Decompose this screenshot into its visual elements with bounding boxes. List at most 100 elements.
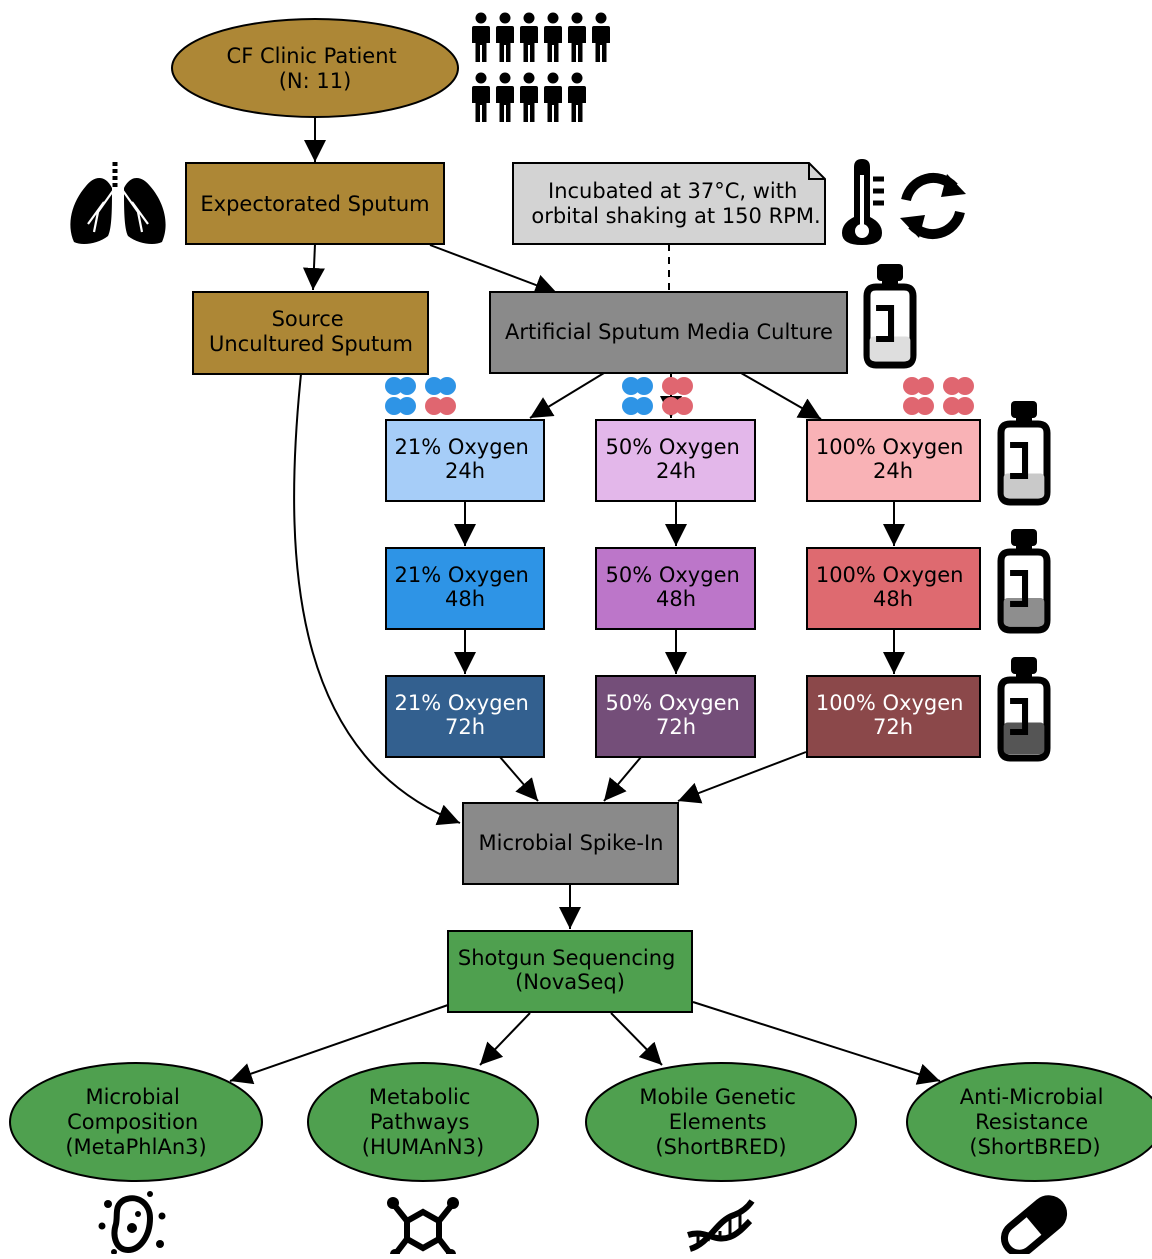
- red-dot: [956, 377, 974, 395]
- blue-dot: [622, 377, 640, 395]
- red-dot: [438, 397, 456, 415]
- note-line-1: Incubated at 37°C, with: [548, 179, 797, 203]
- red-dot: [956, 397, 974, 415]
- o21-24h-line-1: 21% Oxygen: [395, 435, 529, 459]
- red-dot: [675, 397, 693, 415]
- blue-dot: [622, 397, 640, 415]
- person-icon: [472, 12, 490, 62]
- person-icon: [520, 12, 538, 62]
- pathways-shape: [307, 1062, 539, 1182]
- o50-48h-line-1: 50% Oxygen: [606, 563, 740, 587]
- edge-o50-spike: [603, 756, 642, 802]
- person-icon: [496, 12, 514, 62]
- person-icon: [568, 72, 586, 122]
- node-microbial-spike-in: Microbial Spike-In: [462, 802, 679, 885]
- people-icon: [472, 12, 610, 122]
- red-dot: [425, 397, 443, 415]
- patient-shape: [171, 18, 459, 118]
- o50-oxygen-dots: [622, 377, 693, 415]
- o21-48h-shape: [385, 547, 545, 630]
- composition-line-2: Composition: [67, 1110, 198, 1134]
- red-dot: [943, 397, 961, 415]
- o21-72h-line-1: 21% Oxygen: [395, 691, 529, 715]
- o100-24h-line-2: 24h: [873, 459, 913, 483]
- node-source-uncultured-sputum: Source Uncultured Sputum: [192, 291, 429, 375]
- source-line-2: Uncultured Sputum: [209, 332, 413, 356]
- incubation-note: Incubated at 37°C, with orbital shaking …: [512, 162, 826, 245]
- node-o50-48h: 50% Oxygen 48h: [595, 547, 756, 630]
- spike-shape: [462, 802, 679, 885]
- o50-24h-line-2: 24h: [656, 459, 696, 483]
- node-o21-24h: 21% Oxygen 24h: [385, 419, 545, 502]
- amr-line-1: Anti-Microbial: [960, 1085, 1104, 1109]
- edge-shotgun-composition: [229, 1004, 449, 1085]
- o21-48h-line-2: 48h: [445, 587, 485, 611]
- edge-o21-spike: [499, 756, 539, 802]
- o21-72h-line-2: 72h: [445, 715, 485, 739]
- expectorated-label: Expectorated Sputum: [200, 192, 429, 216]
- o100-72h-label: 100% Oxygen 72h: [816, 691, 970, 739]
- node-mobile-genetic-elements: Mobile Genetic Elements (ShortBRED): [585, 1062, 857, 1182]
- shotgun-line-2: (NovaSeq): [515, 970, 625, 994]
- patient-label: CF Clinic Patient (N: 11): [227, 44, 404, 93]
- o21-72h-label: 21% Oxygen 72h: [395, 691, 536, 739]
- spike-label: Microbial Spike-In: [479, 831, 664, 855]
- red-dot: [662, 377, 680, 395]
- patient-line-1: CF Clinic Patient: [227, 44, 397, 68]
- o21-oxygen-dots: [385, 377, 456, 415]
- node-expectorated-sputum: Expectorated Sputum: [185, 162, 445, 245]
- asm-bottle-icon: [867, 264, 913, 365]
- o21-48h-label: 21% Oxygen 48h: [395, 563, 536, 611]
- oxygen-dots: [385, 377, 974, 415]
- person-icon: [544, 72, 562, 122]
- o50-72h-shape: [595, 675, 756, 758]
- o21-72h-shape: [385, 675, 545, 758]
- o100-72h-line-2: 72h: [873, 715, 913, 739]
- o50-48h-label: 50% Oxygen 48h: [606, 563, 747, 611]
- patient-line-2: (N: 11): [279, 69, 352, 93]
- blue-dot: [635, 397, 653, 415]
- red-dot: [675, 377, 693, 395]
- amr-shape: [906, 1062, 1152, 1182]
- pathways-label: Metabolic Pathways (HUMAnN3): [362, 1085, 484, 1159]
- node-o50-24h: 50% Oxygen 24h: [595, 419, 756, 502]
- o50-24h-line-1: 50% Oxygen: [606, 435, 740, 459]
- mobile-line-3: (ShortBRED): [655, 1135, 786, 1159]
- source-label: Source Uncultured Sputum: [209, 307, 413, 356]
- red-dot: [916, 397, 934, 415]
- amr-line-2: Resistance: [975, 1110, 1088, 1134]
- blue-dot: [385, 397, 403, 415]
- blue-dot: [425, 377, 443, 395]
- o50-72h-label: 50% Oxygen 72h: [606, 691, 747, 739]
- expectorated-shape: [185, 162, 445, 245]
- o50-72h-line-2: 72h: [656, 715, 696, 739]
- red-dot: [916, 377, 934, 395]
- blue-dot: [398, 377, 416, 395]
- bottle-24h-icon: [1001, 401, 1047, 502]
- node-o21-48h: 21% Oxygen 48h: [385, 547, 545, 630]
- bottle-liquid: [869, 336, 911, 361]
- molecule-icon: [387, 1197, 459, 1259]
- composition-line-3: (MetaPhlAn3): [65, 1135, 206, 1159]
- red-dot: [662, 397, 680, 415]
- o100-48h-shape: [806, 547, 981, 630]
- o100-24h-shape: [806, 419, 981, 502]
- note-line-2: orbital shaking at 150 RPM.: [531, 204, 820, 228]
- pathways-line-3: (HUMAnN3): [362, 1135, 484, 1159]
- edge-asm-o21: [529, 372, 605, 419]
- red-dot: [903, 377, 921, 395]
- edge-source-spike: [293, 373, 461, 826]
- edge-shotgun-amr: [692, 1001, 941, 1085]
- o50-72h-line-1: 50% Oxygen: [606, 691, 740, 715]
- note-label: Incubated at 37°C, with orbital shaking …: [531, 179, 820, 228]
- o50-24h-label: 50% Oxygen 24h: [606, 435, 747, 483]
- pathways-line-1: Metabolic: [369, 1085, 471, 1109]
- edge-shotgun-pathways: [479, 1012, 531, 1066]
- red-dot: [943, 377, 961, 395]
- bottle-liquid: [1003, 473, 1045, 498]
- o50-24h-shape: [595, 419, 756, 502]
- composition-label: Microbial Composition (MetaPhlAn3): [65, 1085, 206, 1159]
- lungs-icon: [70, 162, 166, 245]
- o100-72h-shape: [806, 675, 981, 758]
